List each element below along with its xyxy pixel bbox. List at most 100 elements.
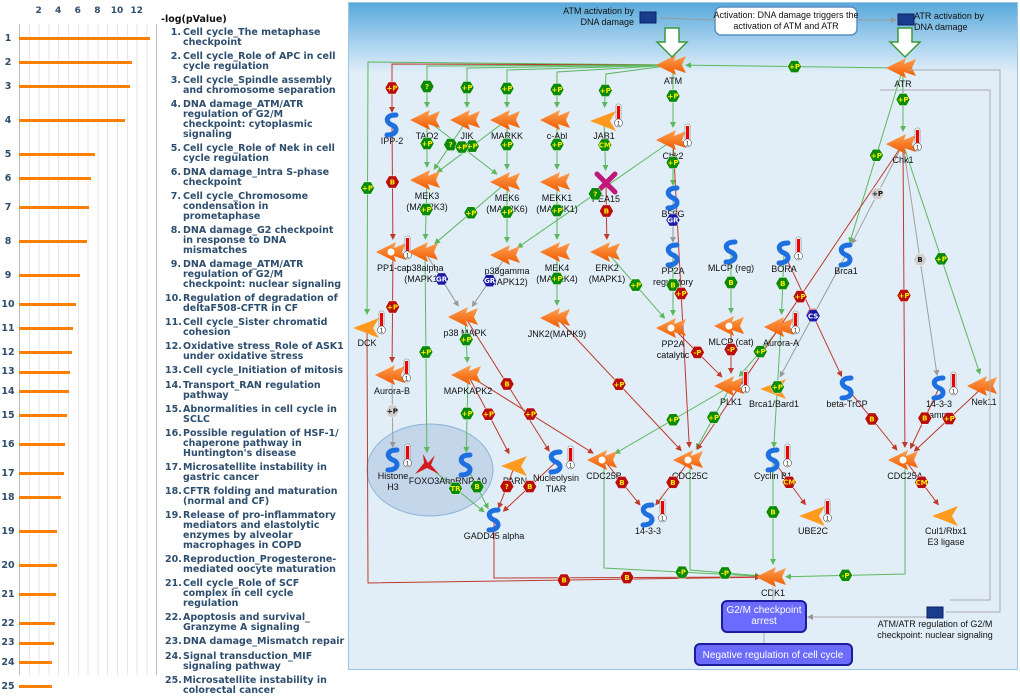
node-jik[interactable]: JIK	[450, 110, 480, 141]
pathway-link[interactable]: 18.CFTR folding and maturation (normal a…	[163, 487, 345, 507]
pathway-link[interactable]: 20.Reproduction_Progesterone-mediated oo…	[163, 555, 345, 575]
mechanism-badge[interactable]: +P	[752, 345, 768, 358]
mechanism-badge[interactable]: -P	[838, 569, 853, 582]
mechanism-badge[interactable]: +P	[598, 84, 613, 97]
mechanism-badge[interactable]: +P	[934, 252, 949, 266]
pathway-link[interactable]: 4.DNA damage_ATM/ATR regulation of G2/M …	[163, 100, 345, 140]
mechanism-badge[interactable]: CM	[781, 475, 797, 489]
mechanism-badge[interactable]: +P	[770, 380, 785, 394]
pathway-link[interactable]: 6.DNA damage_Intra S-phase checkpoint	[163, 168, 345, 188]
mechanism-badge[interactable]: -P	[723, 343, 739, 356]
mechanism-badge[interactable]: +P	[549, 272, 565, 285]
interaction-edge[interactable]	[601, 64, 674, 109]
mechanism-badge[interactable]: +P	[418, 203, 434, 216]
mechanism-badge[interactable]: ?	[419, 80, 435, 93]
mechanism-badge[interactable]: B	[522, 480, 537, 493]
interaction-edge[interactable]	[504, 64, 674, 108]
mechanism-badge[interactable]: +P	[787, 60, 802, 73]
interaction-edge[interactable]	[554, 64, 674, 108]
pathway-link[interactable]: 9.DNA damage_ATM/ATR regulation of G2/M …	[163, 260, 345, 290]
pathway-link[interactable]: 3.Cell cycle_Spindle assembly and chromo…	[163, 76, 345, 96]
pathway-link[interactable]: 25.Microsatellite instability in colorec…	[163, 676, 345, 696]
mechanism-badge[interactable]: +P	[941, 412, 957, 425]
mechanism-badge[interactable]: +P	[499, 82, 515, 95]
mechanism-badge[interactable]: +P	[706, 411, 721, 424]
pathway-link[interactable]: 15.Abnormalities in cell cycle in SCLC	[163, 405, 345, 425]
mechanism-badge[interactable]: B	[917, 411, 933, 425]
mechanism-badge[interactable]: B	[469, 480, 485, 494]
node-mlcp-reg-[interactable]: MLCP (reg)	[708, 239, 754, 273]
interaction-edge[interactable]	[364, 61, 674, 316]
node-cdc25b[interactable]: CDC25B	[586, 450, 622, 481]
mechanism-badge[interactable]: +P	[458, 333, 474, 346]
mechanism-badge[interactable]: B	[775, 277, 791, 290]
node-atm[interactable]: ATM	[656, 55, 686, 86]
interaction-edge[interactable]	[784, 460, 906, 580]
node-mapkapk2[interactable]: MAPKAPK2	[444, 365, 493, 396]
mechanism-badge[interactable]: +P	[673, 287, 689, 300]
mechanism-badge[interactable]: B	[499, 377, 515, 391]
mechanism-badge[interactable]: +P	[665, 156, 681, 169]
node-p38gamma[interactable]: p38gamma(MAPK12)	[484, 245, 530, 287]
mechanism-badge[interactable]: +P	[549, 138, 565, 151]
pathway-link[interactable]: 22.Apoptosis and survival_ Granzyme A si…	[163, 613, 345, 633]
interaction-edge[interactable]	[493, 520, 762, 581]
mechanism-badge[interactable]: +P	[499, 138, 515, 151]
mechanism-badge[interactable]: B	[864, 412, 880, 426]
mechanism-badge[interactable]: GR	[482, 274, 497, 287]
node-p38alpha[interactable]: p38alpha(MAPK14)	[404, 242, 446, 284]
mechanism-badge[interactable]: +P	[419, 137, 435, 150]
node-tao2[interactable]: TAO2	[410, 110, 440, 141]
mechanism-badge[interactable]: +P	[870, 187, 885, 201]
pathway-link[interactable]: 11.Cell cycle_Sister chromatid cohesion	[163, 318, 345, 338]
mechanism-badge[interactable]: CS	[805, 309, 821, 323]
node-atr[interactable]: ATR	[886, 58, 916, 89]
pathway-link[interactable]: 8.DNA damage_G2 checkpoint in response t…	[163, 226, 345, 256]
interaction-edge[interactable]	[464, 64, 674, 108]
mechanism-badge[interactable]: ?	[499, 480, 515, 493]
node-brca1[interactable]: Brca1	[834, 242, 858, 276]
mechanism-badge[interactable]: +P	[549, 83, 565, 96]
mechanism-badge[interactable]: ?	[443, 138, 458, 151]
node-c-abl[interactable]: c-Abl	[540, 110, 570, 141]
mechanism-badge[interactable]: +P	[611, 377, 627, 391]
node-foxo3a[interactable]: FOXO3A	[409, 454, 446, 486]
mechanism-badge[interactable]: B	[599, 204, 614, 218]
mechanism-badge[interactable]: +P	[481, 407, 496, 421]
pathway-link[interactable]: 21.Cell cycle_Role of SCF complex in cel…	[163, 579, 345, 609]
pathway-link[interactable]: 12.Oxidative stress_Role of ASK1 under o…	[163, 342, 345, 362]
pathway-link[interactable]: 14.Transport_RAN regulation pathway	[163, 381, 345, 401]
node-p38-mapk[interactable]: p38 MAPK	[443, 307, 487, 338]
mechanism-badge[interactable]: GR	[665, 213, 681, 227]
node-parn[interactable]: PARN	[501, 456, 527, 486]
node-mlcp-cat-[interactable]: MLCP (cat)	[708, 316, 754, 347]
interaction-edge[interactable]	[603, 460, 762, 580]
pathway-link[interactable]: 1.Cell cycle_The metaphase checkpoint	[163, 28, 345, 48]
mechanism-badge[interactable]: +P	[869, 148, 884, 162]
mechanism-badge[interactable]: B	[665, 476, 681, 489]
node-14-3-3[interactable]: 114-3-3	[635, 498, 667, 536]
